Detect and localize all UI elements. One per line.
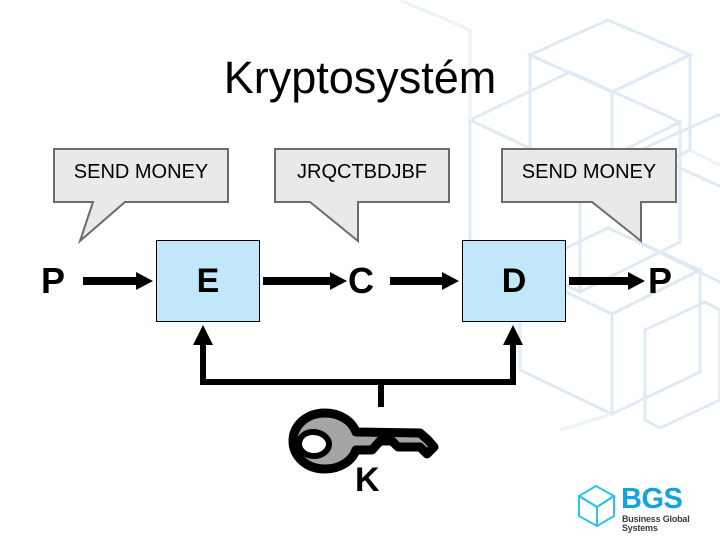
ciphertext-label: C xyxy=(348,260,374,301)
decrypt-box: D xyxy=(462,240,566,322)
cube-icon xyxy=(578,485,615,527)
key-label: K xyxy=(355,461,380,499)
bgs-logo: BGS Business Global Systems xyxy=(575,483,710,533)
logo-tagline: Business Global Systems xyxy=(622,514,690,533)
bubble-text: SEND MONEY xyxy=(73,161,209,183)
logo-wordmark: BGS xyxy=(621,483,683,515)
ciphertext-bubble: JRQCTBDJBF xyxy=(274,148,450,244)
page-title: Kryptosystém xyxy=(223,52,497,103)
encrypt-box-label: E xyxy=(196,261,220,300)
plaintext-input-label: P xyxy=(41,260,66,301)
plaintext-output-label: P xyxy=(648,260,673,301)
plaintext-bubble-right: SEND MONEY xyxy=(501,148,677,244)
bubble-text: JRQCTBDJBF xyxy=(297,161,427,183)
bubble-text: SEND MONEY xyxy=(521,161,657,183)
encrypt-box: E xyxy=(156,240,260,322)
decrypt-box-label: D xyxy=(501,261,527,300)
plaintext-bubble-left: SEND MONEY xyxy=(53,148,229,245)
